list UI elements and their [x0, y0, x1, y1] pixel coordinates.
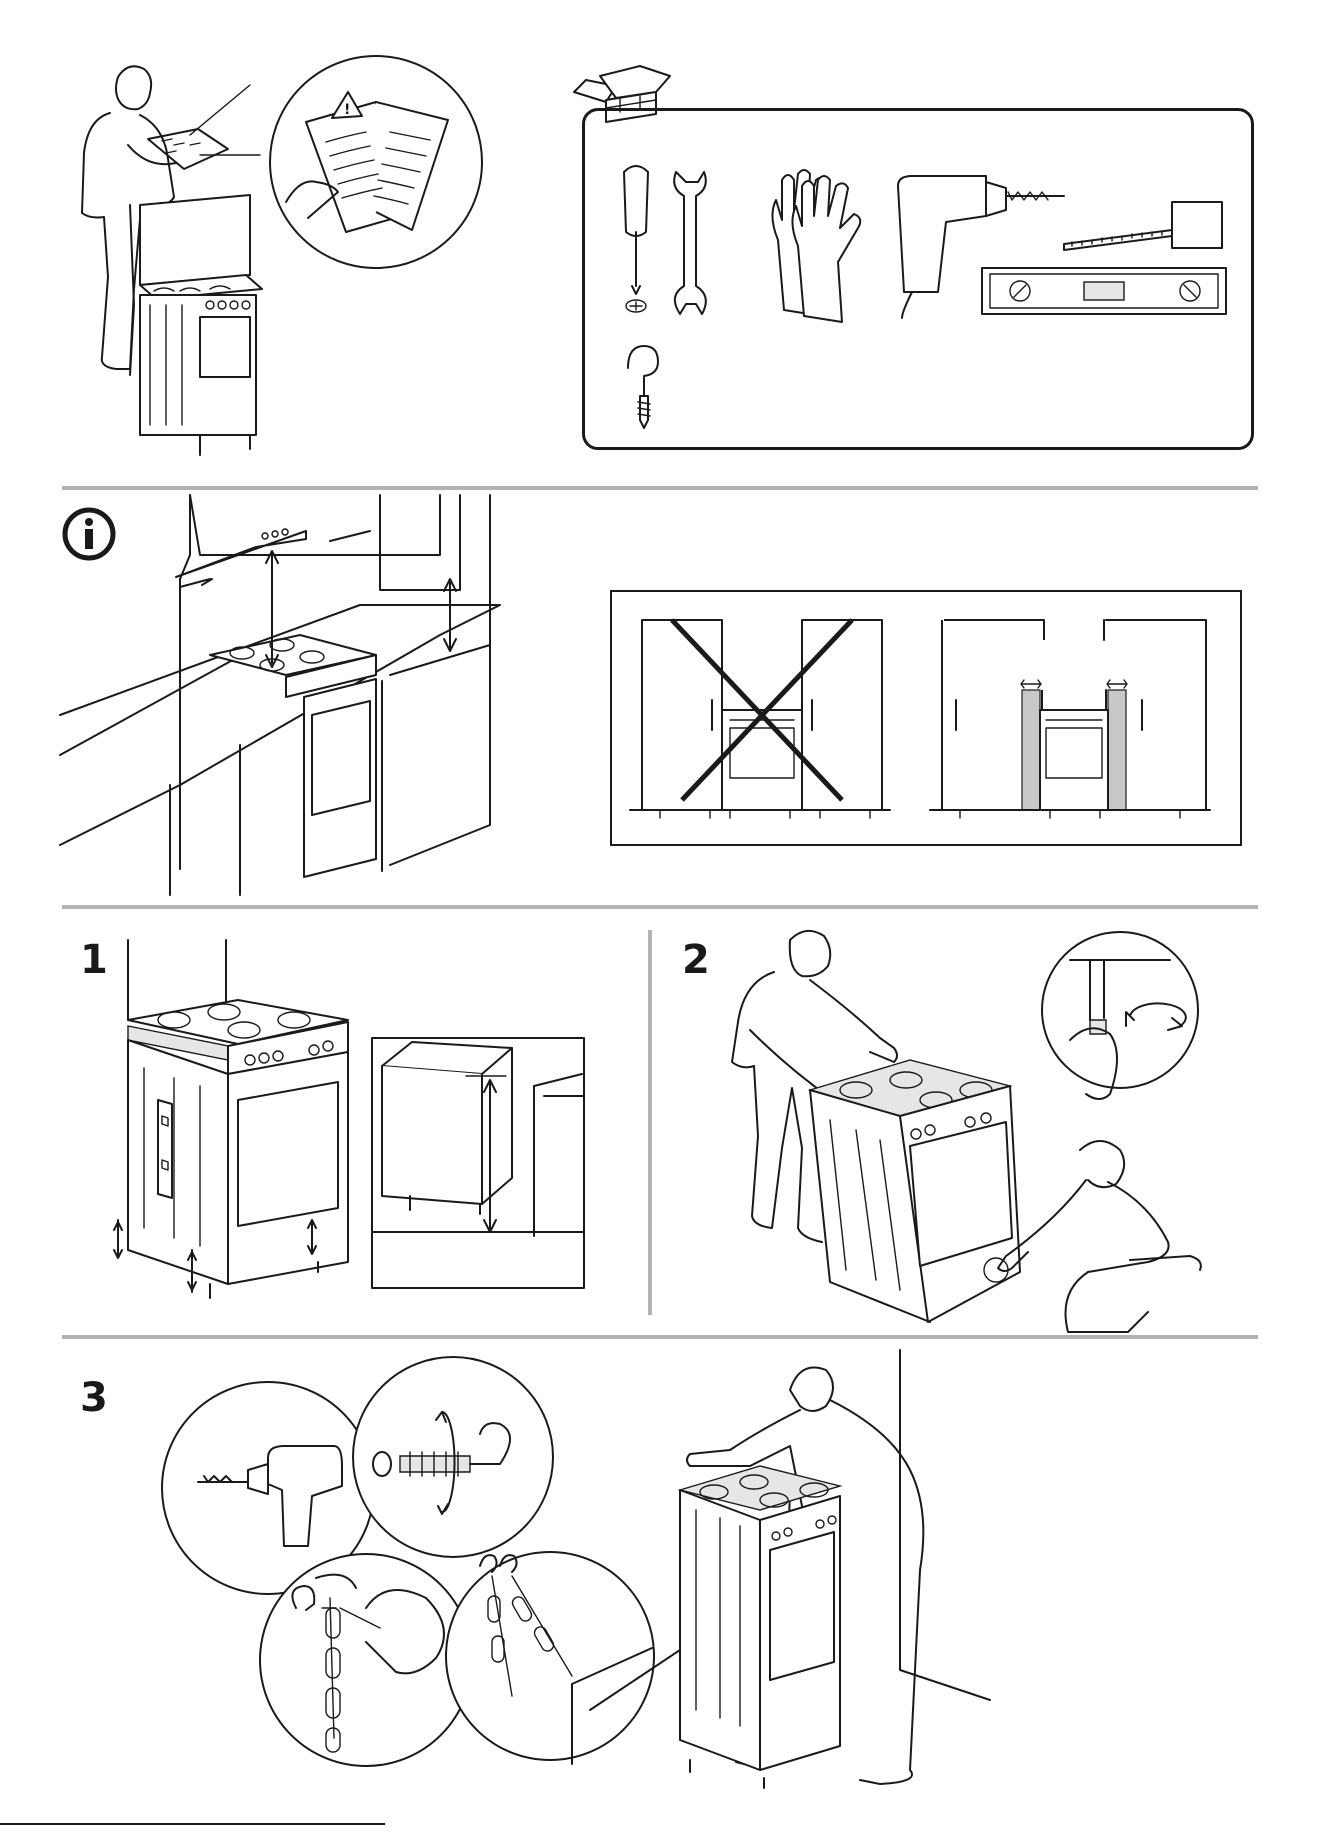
- section-divider: [62, 1335, 1258, 1339]
- section-divider: [62, 905, 1258, 909]
- footer-rule: [0, 1823, 385, 1825]
- screwdriver-icon: [614, 162, 658, 312]
- svg-text:!: !: [344, 102, 350, 118]
- height-measure-detail: [370, 1036, 588, 1292]
- chain-fixed-detail: [442, 1536, 658, 1776]
- two-person-lifting-illustration: [710, 920, 1220, 1340]
- section-divider: [62, 486, 1258, 490]
- incorrect-installation-diagram: [620, 610, 900, 830]
- manual-magnified-illustration: !: [266, 52, 486, 272]
- cooker-pushed-to-wall-illustration: [660, 1350, 1010, 1790]
- step-number-3: 3: [80, 1378, 108, 1418]
- tape-measure-icon: [1062, 198, 1228, 258]
- column-divider: [648, 930, 652, 1315]
- wrench-icon: [668, 168, 712, 318]
- kitchen-installation-illustration: [60, 495, 570, 895]
- gloves-icon: [764, 160, 864, 320]
- hook-screw-icon: [622, 340, 662, 430]
- cooker-levelling-illustration: [118, 940, 368, 1310]
- hook-screw-detail: [350, 1352, 556, 1562]
- step-number-1: 1: [80, 940, 108, 980]
- correct-installation-diagram: [920, 610, 1220, 830]
- spirit-level-icon: [980, 266, 1230, 318]
- step-number-2: 2: [682, 940, 710, 980]
